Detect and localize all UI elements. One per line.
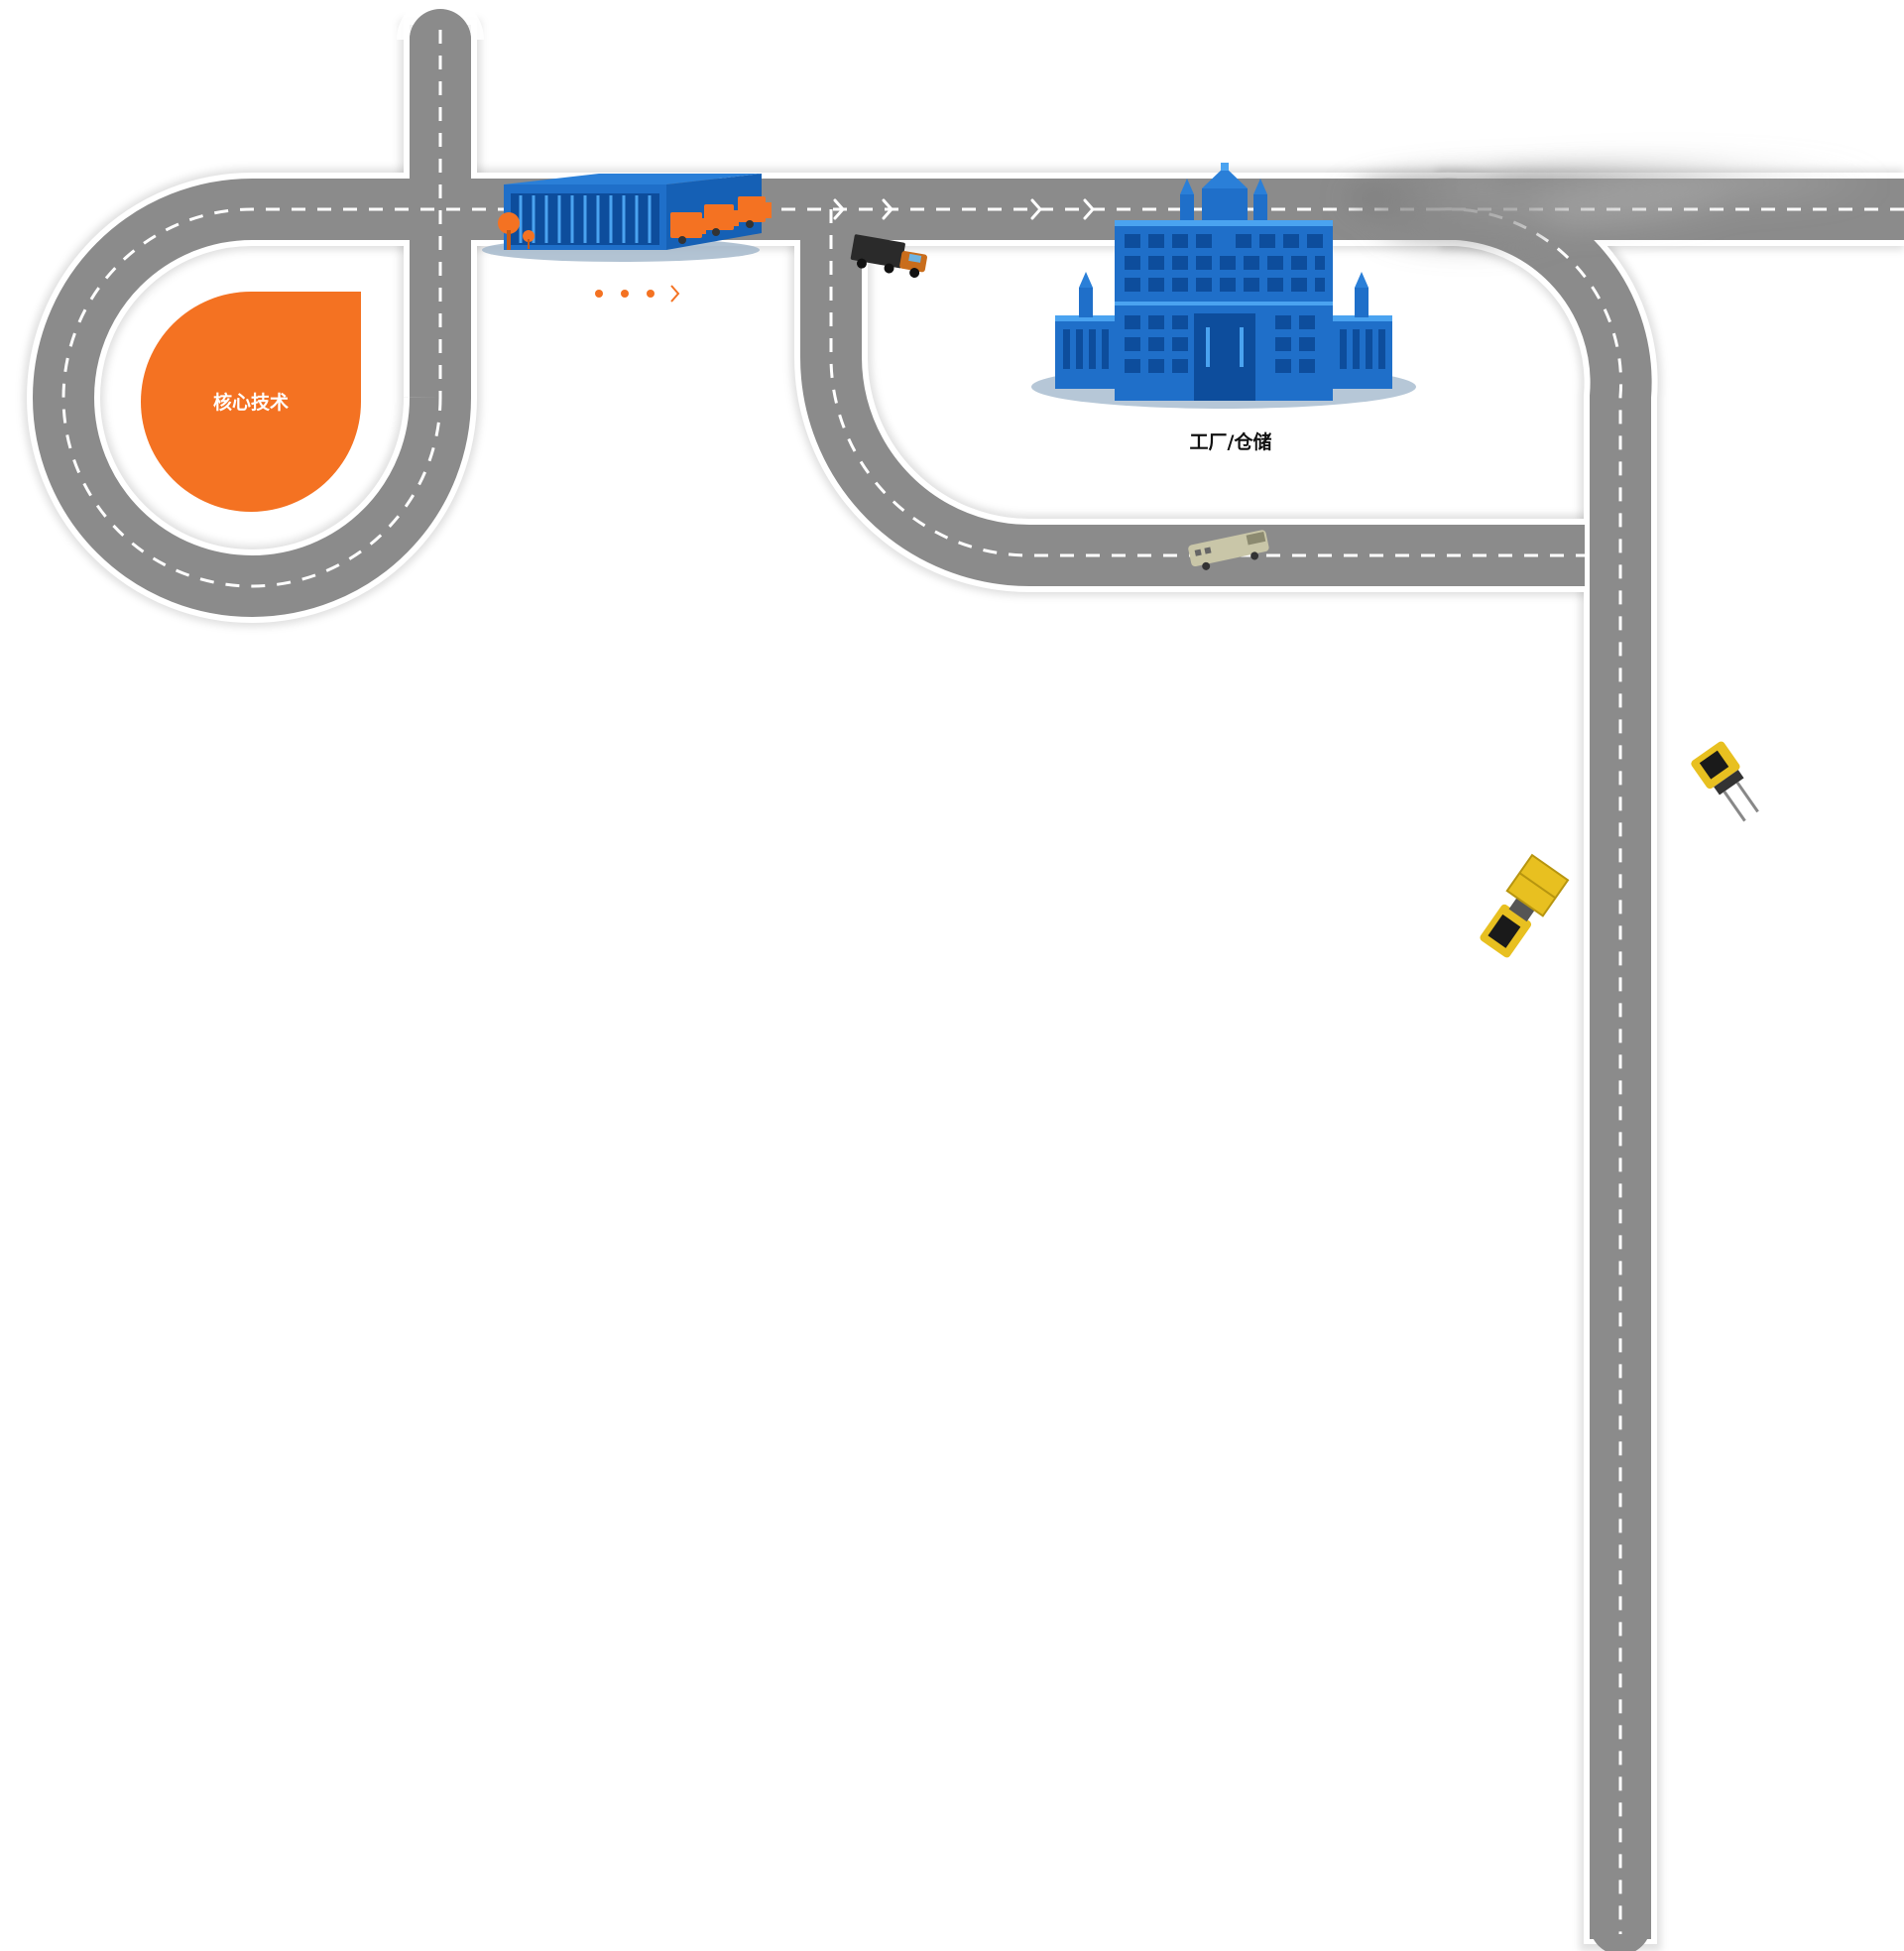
core-tech-badge[interactable] — [141, 292, 361, 512]
forklift-icon — [1691, 741, 1759, 822]
core-tech-label: 核心技术 — [212, 391, 289, 414]
factory-warehouse-label: 工厂/仓储 — [1189, 431, 1272, 453]
truck-icon — [850, 234, 927, 279]
road-cap-top — [397, 0, 484, 40]
road-arrow — [1083, 198, 1096, 220]
truck-icon — [1188, 530, 1269, 570]
road-arrow — [882, 198, 894, 220]
factory-building-icon — [1031, 163, 1416, 409]
chevron-right-icon — [670, 285, 680, 303]
road-arrow — [833, 198, 846, 220]
road-arrow — [1030, 198, 1043, 220]
warehouse-with-trucks-icon — [482, 174, 772, 262]
forklift-icon — [1480, 853, 1570, 958]
more-indicator[interactable] — [595, 285, 680, 303]
smoke-cloud — [1349, 164, 1884, 245]
tree-icon — [498, 212, 535, 250]
